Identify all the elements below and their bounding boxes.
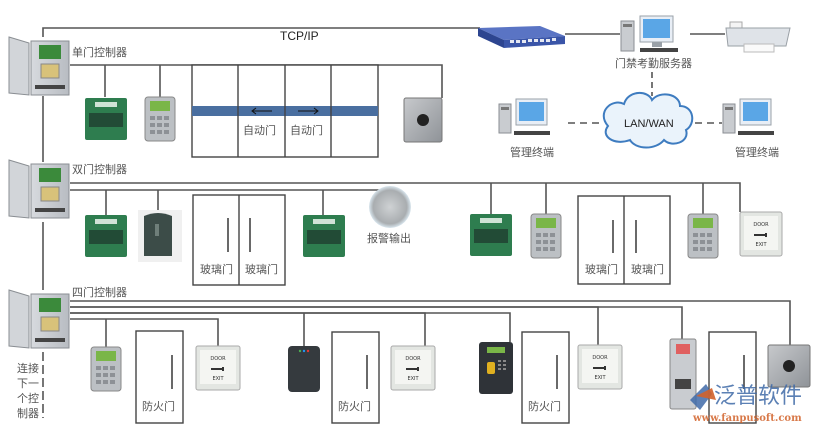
emergency-release-icon	[85, 215, 127, 257]
svg-text:下一: 下一	[17, 377, 39, 390]
emergency-release-icon	[470, 214, 512, 256]
svg-text:DOOR: DOOR	[210, 356, 226, 362]
glass-door-label: 玻璃门	[585, 262, 618, 276]
exit-button-icon: DOOR EXIT	[195, 345, 241, 391]
keypad-reader-icon	[687, 213, 719, 259]
svg-text:制器: 制器	[17, 407, 39, 420]
steel-exit-button-icon	[767, 344, 811, 388]
intercom-panel-icon	[669, 338, 697, 410]
glass-door-2	[577, 195, 671, 285]
double-door-controller-icon	[8, 159, 70, 219]
four-controller-label: 四门控制器	[72, 285, 127, 299]
svg-text:EXIT: EXIT	[755, 242, 767, 248]
exit-button-icon: DOOR EXIT	[739, 211, 783, 257]
svg-text:EXIT: EXIT	[407, 376, 419, 382]
glass-door-label: 玻璃门	[631, 262, 664, 276]
next-controller-label: 连接 下一 个控 制器	[17, 362, 39, 420]
server-label: 门禁考勤服务器	[615, 56, 692, 70]
card-reader-icon	[288, 346, 320, 392]
automatic-door	[191, 64, 379, 158]
svg-text:DOOR: DOOR	[592, 355, 608, 361]
emergency-release-icon	[303, 215, 345, 257]
svg-text:DOOR: DOOR	[753, 222, 769, 228]
four-door-controller-icon	[8, 289, 70, 349]
steel-exit-button-icon	[403, 97, 443, 143]
glass-door-1	[192, 194, 286, 286]
fire-door-label: 防火门	[338, 399, 371, 413]
keypad-reader-icon	[530, 213, 562, 259]
emergency-release-icon	[85, 98, 127, 140]
svg-text:连接: 连接	[17, 362, 39, 375]
fire-door-4	[708, 331, 757, 424]
svg-text:EXIT: EXIT	[594, 375, 606, 381]
lan-wan-cloud-icon	[602, 92, 694, 149]
svg-text:EXIT: EXIT	[212, 376, 224, 382]
tcpip-label: TCP/IP	[280, 29, 319, 43]
fire-door-label: 防火门	[528, 399, 561, 413]
terminal-right-label: 管理终端	[735, 145, 779, 159]
glass-door-label: 玻璃门	[245, 262, 278, 276]
network-lines	[42, 27, 725, 124]
alarm-speaker-icon	[369, 186, 411, 228]
printer-icon	[725, 21, 791, 53]
lan-wan-label: LAN/WAN	[624, 118, 674, 130]
watermark-brand: 泛普软件	[714, 384, 802, 409]
fire-door-label: 防火门	[142, 399, 175, 413]
fire-door-3	[521, 331, 570, 424]
server-computer-icon	[620, 15, 678, 52]
single-controller-label: 单门控制器	[72, 45, 127, 59]
terminal-left-computer-icon	[498, 98, 550, 135]
four-door-wiring	[70, 300, 791, 348]
watermark-url: www.fanpusoft.com	[692, 413, 802, 424]
double-controller-label: 双门控制器	[72, 162, 127, 176]
auto-door-left-label: 自动门	[243, 123, 276, 137]
keypad-reader-icon	[144, 96, 176, 142]
fingerprint-reader-icon	[479, 342, 513, 394]
exit-button-icon: DOOR EXIT	[577, 344, 623, 390]
exit-button-icon: DOOR EXIT	[390, 345, 436, 391]
card-reader-icon	[138, 210, 182, 262]
watermark: 泛普软件 www.fanpusoft.com	[690, 384, 802, 424]
svg-text:DOOR: DOOR	[405, 356, 421, 362]
network-switch-icon	[478, 26, 565, 48]
alarm-output-label: 报警输出	[367, 231, 411, 245]
glass-door-label: 玻璃门	[200, 262, 233, 276]
single-door-controller-icon	[8, 36, 70, 96]
double-door-wiring	[70, 182, 741, 215]
keypad-reader-icon	[90, 346, 122, 392]
auto-door-right-label: 自动门	[290, 123, 323, 137]
terminal-right-computer-icon	[722, 98, 774, 135]
fire-door-2	[331, 331, 380, 424]
svg-text:个控: 个控	[17, 391, 39, 405]
fire-door-1	[135, 330, 184, 424]
terminal-left-label: 管理终端	[510, 145, 554, 159]
